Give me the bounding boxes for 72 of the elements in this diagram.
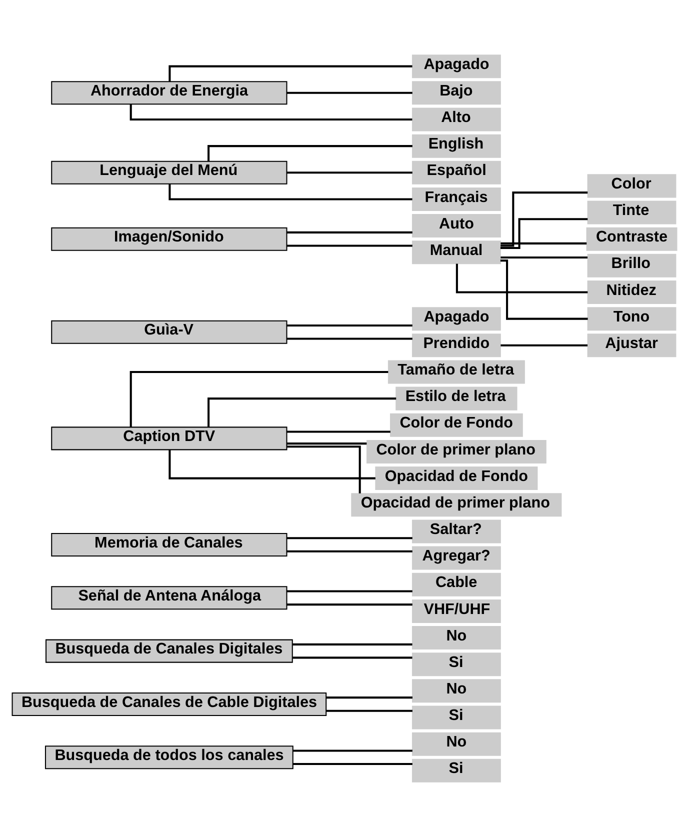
node-box: Ahorrador de Energia <box>51 80 288 104</box>
connector <box>286 536 412 539</box>
node-box: Alto <box>412 107 501 131</box>
node-box: Lenguaje del Menú <box>51 160 288 184</box>
node-box: Manual <box>412 240 501 264</box>
connector <box>208 397 396 427</box>
connector <box>286 91 412 94</box>
connector <box>326 696 412 698</box>
connector <box>286 445 361 493</box>
node-box: Cable <box>412 572 501 596</box>
node-box: Color de primer plano <box>366 439 546 463</box>
node-box: Nitidez <box>587 280 676 304</box>
node-box: Si <box>412 652 501 676</box>
node-box: Tono <box>587 306 676 330</box>
node-box: Señal de Antena Análoga <box>51 586 288 610</box>
node-box: Imagen/Sonido <box>51 226 288 250</box>
node-box: Apagado <box>412 54 501 78</box>
node-box: Auto <box>412 214 501 238</box>
connector <box>500 344 588 346</box>
connector <box>500 259 588 320</box>
connector <box>130 370 388 427</box>
connector <box>286 550 412 552</box>
node-box: Bajo <box>412 80 501 104</box>
connector <box>292 656 412 658</box>
node-box: Prendido <box>412 333 501 357</box>
node-box: English <box>412 134 501 158</box>
connector <box>286 230 412 233</box>
node-box: No <box>412 732 501 756</box>
node-box: Agregar? <box>412 546 501 570</box>
connector <box>500 218 588 249</box>
connector <box>293 762 412 765</box>
connector <box>286 442 367 444</box>
node-box: Si <box>412 705 501 729</box>
connector <box>168 449 376 479</box>
node-box: Apagado <box>412 306 501 330</box>
node-box: Tamaño de letra <box>388 360 525 384</box>
node-box: Caption DTV <box>51 426 288 450</box>
node-box: Guìa-V <box>51 320 288 344</box>
node-box: Contraste <box>586 226 678 250</box>
node-box: No <box>412 678 501 702</box>
node-box: Ajustar <box>587 333 676 357</box>
node-box: Tinte <box>587 200 676 224</box>
connector <box>456 263 588 293</box>
node-box: Español <box>412 160 501 184</box>
connector <box>292 642 412 645</box>
node-box: Français <box>412 186 501 210</box>
connector <box>500 191 588 246</box>
node-box: Busqueda de todos los canales <box>44 745 294 769</box>
connector <box>286 244 412 246</box>
node-box: Memoria de Canales <box>51 532 288 556</box>
node-box: VHF/UHF <box>412 598 501 622</box>
connector <box>286 590 412 592</box>
node-box: Estilo de letra <box>396 386 518 410</box>
node-box: Saltar? <box>412 519 501 543</box>
node-box: Brillo <box>587 253 676 277</box>
connector <box>286 324 412 326</box>
connector <box>286 430 390 432</box>
node-box: Opacidad de primer plano <box>351 492 562 516</box>
node-box: No <box>412 626 501 650</box>
connector <box>293 749 412 752</box>
node-box: Color de Fondo <box>390 412 523 436</box>
connector <box>500 242 587 244</box>
node-box: Busqueda de Canales Digitales <box>46 638 293 662</box>
connector <box>286 337 412 340</box>
connector <box>500 256 588 258</box>
connector <box>326 709 412 712</box>
connector <box>286 603 412 606</box>
connector <box>286 171 412 174</box>
node-box: Busqueda de Canales de Cable Digitales <box>12 692 327 716</box>
node-box: Si <box>412 758 501 782</box>
node-box: Opacidad de Fondo <box>375 466 538 490</box>
node-box: Color <box>587 174 676 198</box>
